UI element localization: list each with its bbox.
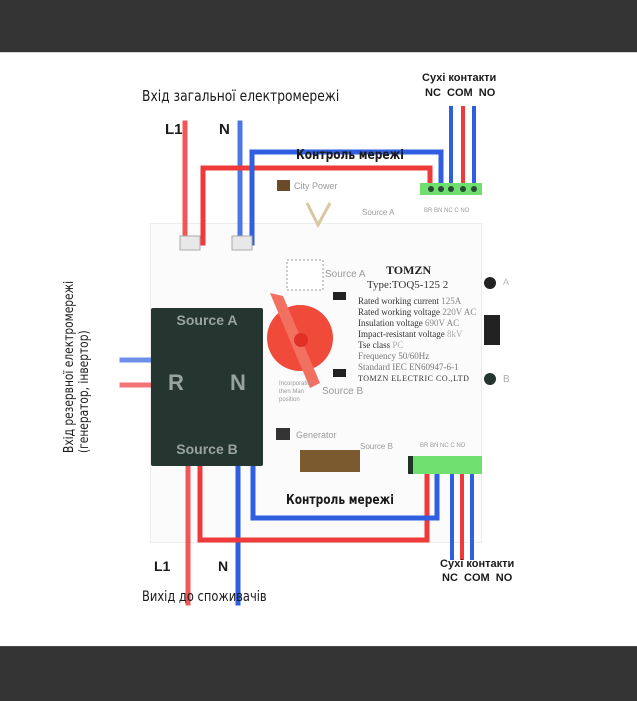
spec-row: Frequency 50/60Hz bbox=[358, 351, 430, 361]
source-b-label: Source B bbox=[322, 386, 364, 397]
top-l1-label: L1 bbox=[165, 121, 183, 138]
type-label: Type:TOQ5-125 2 bbox=[367, 279, 449, 291]
bottom-frame-bar bbox=[0, 646, 637, 701]
terminal-a-small: BR BN NC C NO bbox=[424, 208, 470, 214]
top-n-label: N bbox=[219, 121, 230, 138]
mains-input-title: Вхід загальної електромережі bbox=[142, 87, 340, 105]
terminal-top-n bbox=[231, 235, 253, 251]
manual-note: Incorporation then Man position bbox=[279, 381, 315, 403]
bottom-dry-contacts-title: Сухі контакти bbox=[440, 558, 515, 570]
spec-row: Tse class PC bbox=[358, 340, 404, 350]
manufacturer-label: TOMZN ELECTRIC CO.,LTD bbox=[358, 374, 470, 383]
backup-input-line2: (генератор, інвертор) bbox=[77, 330, 92, 453]
switch-block: Source A R N Source B bbox=[151, 308, 263, 466]
indicator-b bbox=[484, 373, 496, 385]
city-power-icon bbox=[277, 180, 290, 191]
network-control-top: Контроль мережі bbox=[296, 148, 404, 163]
bottom-l1-label: L1 bbox=[154, 558, 171, 574]
top-frame-bar bbox=[0, 0, 637, 53]
wiring-diagram: Source A R N Source B Вхід загальної еле… bbox=[0, 53, 637, 646]
spec-row: Standard IEC EN60947-6-1 bbox=[358, 362, 459, 372]
spec-row: Impact-resistant voltage 8kV bbox=[358, 329, 463, 339]
indicator-a-label: A bbox=[503, 277, 510, 287]
spec-row: Rated working voltage 220V AC bbox=[358, 307, 477, 317]
source-a-small: Source A bbox=[362, 208, 395, 217]
wire-bottom-control-phase bbox=[197, 440, 430, 543]
terminal-top-l1 bbox=[179, 235, 201, 251]
v-mark-icon bbox=[305, 202, 332, 229]
indicator-a bbox=[484, 277, 496, 289]
generator-roman-icon bbox=[276, 428, 290, 440]
wire-top-control-phase bbox=[200, 165, 433, 246]
generator-label: Generator bbox=[296, 430, 337, 440]
qr-code bbox=[286, 259, 324, 291]
indicator-b-label: B bbox=[503, 374, 510, 385]
backup-input-title: Вхід резервної електромережі (генератор,… bbox=[62, 281, 92, 453]
backup-input-line1: Вхід резервної електромережі bbox=[62, 280, 77, 453]
top-dry-contacts-title: Сухі контакти bbox=[422, 72, 497, 84]
spec-row: Rated working current 125A bbox=[358, 296, 462, 306]
marker-a bbox=[333, 292, 346, 300]
wire-top-control-neutral bbox=[249, 149, 444, 246]
source-b-small: Source B bbox=[360, 442, 393, 451]
block-n: N bbox=[230, 370, 246, 395]
terminal-b-small: BR BN NC C NO bbox=[420, 443, 466, 449]
generator-icon bbox=[300, 450, 360, 472]
city-power-label: City Power bbox=[294, 181, 338, 191]
spec-row: Insulation voltage 690V AC bbox=[358, 318, 460, 328]
wire-bottom-control-neutral bbox=[250, 440, 440, 521]
block-r: R bbox=[168, 370, 184, 395]
mode-switch bbox=[484, 315, 500, 345]
terminal-block-bottom bbox=[410, 456, 482, 474]
wires bbox=[119, 106, 500, 606]
bottom-n-label: N bbox=[218, 558, 229, 574]
network-control-bottom: Контроль мережі bbox=[286, 493, 394, 508]
output-title: Вихід до споживачів bbox=[142, 589, 267, 605]
block-source-b: Source B bbox=[176, 441, 238, 457]
source-a-label: Source A bbox=[325, 269, 366, 280]
top-dry-contacts-labels: NC COM NO bbox=[425, 87, 496, 99]
block-source-a: Source A bbox=[176, 312, 238, 328]
brand-label: TOMZN bbox=[386, 263, 432, 277]
bottom-dry-contacts-labels: NC COM NO bbox=[442, 572, 513, 584]
marker-b bbox=[333, 369, 346, 377]
